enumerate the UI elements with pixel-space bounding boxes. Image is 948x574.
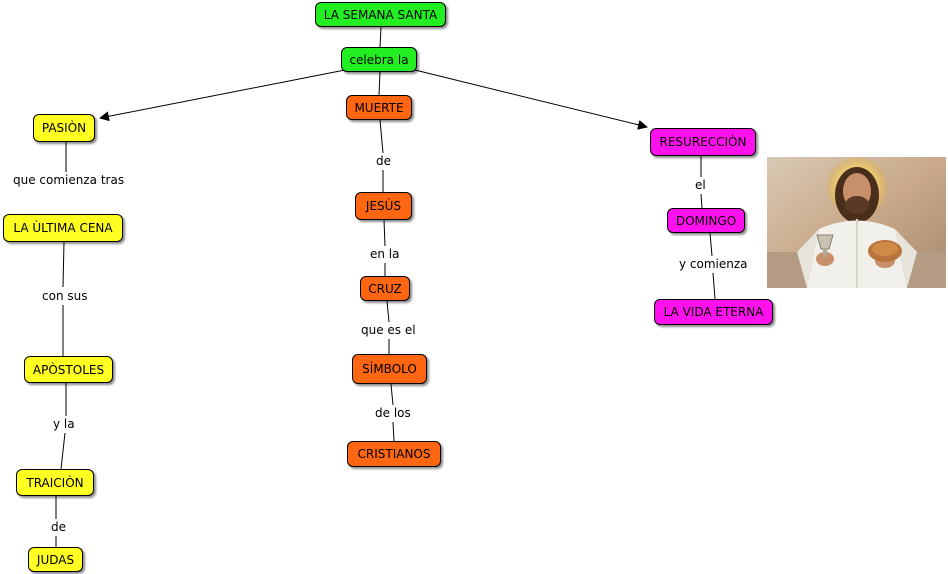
link-label-y-la: y la (51, 417, 77, 431)
link-label-que-comienza-tras: que comienza tras (11, 173, 127, 187)
link-label-de: de (49, 520, 68, 534)
concept-judas[interactable]: JUDAS (28, 547, 83, 572)
concept-muerte[interactable]: MUERTE (346, 95, 412, 120)
concept-la-ultima-cena[interactable]: LA ÙLTIMA CENA (3, 214, 123, 242)
concept-simbolo[interactable]: SÌMBOLO (352, 354, 427, 384)
concept-jesus[interactable]: JESÙS (355, 192, 412, 220)
link-label-con-sus: con sus (40, 289, 90, 303)
link-label-y-comienza: y comienza (677, 257, 750, 271)
concept-domingo[interactable]: DOMINGO (667, 208, 745, 233)
concept-cristianos[interactable]: CRISTIANOS (347, 441, 441, 467)
concept-cruz[interactable]: CRUZ (360, 276, 410, 301)
concept-traicion[interactable]: TRAICIÒN (16, 469, 94, 496)
concept-la-semana-santa[interactable]: LA SEMANA SANTA (315, 2, 446, 27)
concept-pasion[interactable]: PASIÒN (33, 114, 95, 142)
concept-apostoles[interactable]: APÒSTOLES (24, 356, 113, 383)
jesus-bread-cup-image (767, 157, 946, 288)
concept-celebra-la[interactable]: celebra la (341, 47, 417, 72)
concept-resurreccion[interactable]: RESURECCIÒN (650, 128, 756, 156)
link-label-de-los: de los (373, 406, 413, 420)
link-label-el: el (693, 178, 708, 192)
link-label-en-la: en la (368, 247, 402, 261)
link-label-de: de (374, 154, 393, 168)
link-label-que-es-el: que es el (359, 323, 418, 337)
concept-la-vida-eterna[interactable]: LA VIDA ETERNA (654, 299, 773, 325)
